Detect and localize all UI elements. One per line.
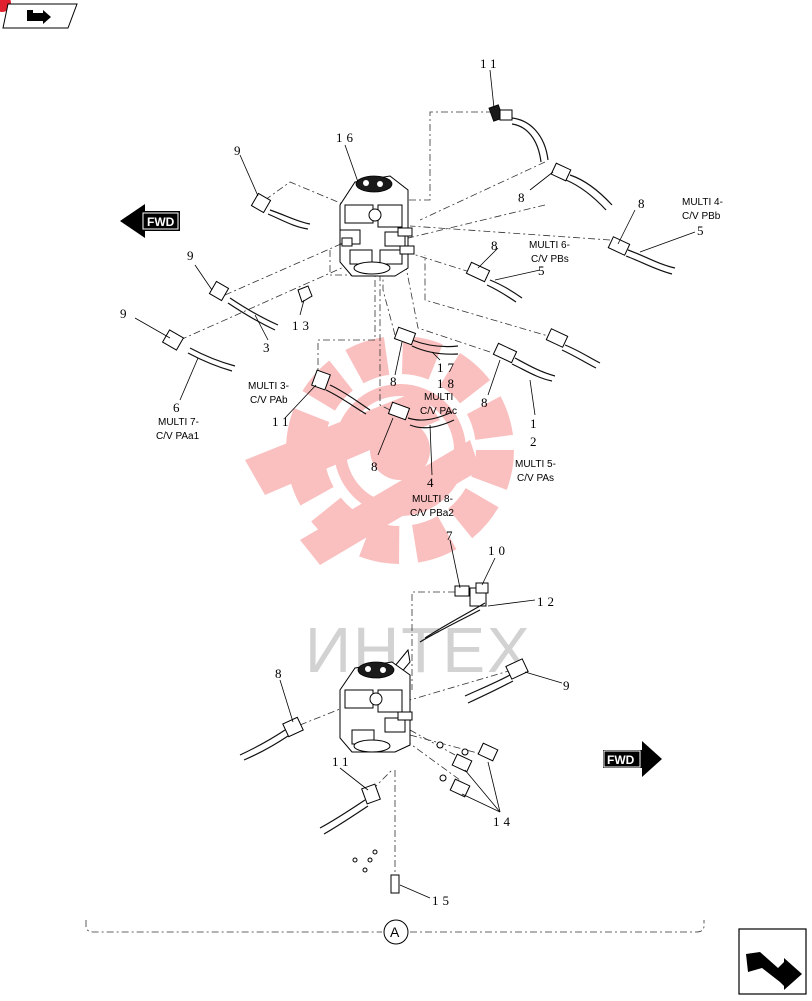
label-multi-pac-line2: C/V PAc — [420, 406, 457, 417]
lower-control-valve — [339, 648, 413, 753]
callout-4: 4 — [427, 475, 438, 490]
label-multi4-line2: C/V PBb — [682, 211, 721, 222]
lower-leaders — [279, 539, 563, 899]
fwd-left-text: FWD — [147, 215, 175, 229]
label-multi7-line1: MULTI 7- — [158, 417, 199, 428]
callout-6: 6 — [173, 400, 184, 415]
callout-11-bot: 11 — [332, 754, 353, 769]
lower-callouts: 7 10 12 8 9 11 14 15 — [275, 528, 574, 908]
callout-1: 1 — [530, 416, 541, 431]
upper-labels: MULTI 4- C/V PBb MULTI 6- C/V PBs MULTI … — [156, 197, 723, 519]
next-page-arrow-icon — [738, 928, 807, 995]
label-multi5-line1: MULTI 5- — [515, 459, 556, 470]
callout-8-e: 8 — [481, 395, 492, 410]
upper-control-valve — [339, 175, 415, 277]
callout-5-b: 5 — [538, 263, 549, 278]
lower-routing-lines — [299, 591, 513, 875]
callout-8-d: 8 — [390, 374, 401, 389]
top-left-nav-button[interactable] — [0, 0, 80, 30]
callout-8-b: 8 — [638, 196, 649, 211]
label-multi8-line1: MULTI 8- — [412, 494, 453, 505]
callout-11-top: 11 — [480, 56, 501, 71]
label-multi5-line2: C/V PAs — [517, 473, 554, 484]
callout-9-b: 9 — [187, 248, 198, 263]
callout-9-d: 9 — [563, 678, 574, 693]
callout-9-a: 9 — [234, 143, 245, 158]
callout-12: 12 — [537, 594, 558, 609]
fwd-left-arrow: FWD — [120, 204, 180, 238]
callout-10: 10 — [488, 543, 509, 558]
label-multi6-line1: MULTI 6- — [529, 240, 570, 251]
watermark-text: ИНТЕХ — [305, 614, 532, 686]
plug-13 — [297, 285, 313, 303]
label-multi3-line2: C/V PAb — [250, 395, 288, 406]
callout-8-g: 8 — [275, 666, 286, 681]
callout-13: 13 — [292, 318, 313, 333]
callout-9-c: 9 — [120, 306, 131, 321]
callout-16: 16 — [336, 130, 357, 145]
callout-8-f: 8 — [371, 459, 382, 474]
label-multi7-line2: C/V PAa1 — [156, 431, 200, 442]
watermark-logo — [245, 336, 514, 565]
callout-15: 15 — [432, 893, 453, 908]
callout-8-c: 8 — [491, 238, 502, 253]
callout-7: 7 — [446, 528, 457, 543]
label-multi-pac-line1: MULTI — [424, 392, 453, 403]
callout-11-mid: 11 — [272, 414, 293, 429]
detail-bracket: A — [85, 919, 705, 945]
callout-14: 14 — [493, 814, 514, 829]
callout-2: 2 — [530, 434, 541, 449]
fwd-right-arrow: FWD — [603, 741, 662, 777]
forward-arrow-icon — [0, 0, 78, 29]
upper-callouts: 11 16 9 8 8 5 8 5 9 13 9 3 6 17 18 8 8 1… — [120, 56, 708, 490]
bottom-right-nav-button[interactable] — [738, 928, 808, 996]
upper-routing-lines — [179, 111, 611, 411]
upper-leaders — [134, 69, 696, 476]
label-multi3-line1: MULTI 3- — [248, 381, 289, 392]
callout-18: 18 — [437, 376, 458, 391]
label-multi4-line1: MULTI 4- — [682, 197, 723, 208]
label-multi8-line2: C/V PBa2 — [410, 508, 454, 519]
label-multi6-line2: C/V PBs — [531, 254, 569, 265]
callout-8-a: 8 — [518, 190, 529, 205]
callout-17: 17 — [437, 360, 458, 375]
detail-marker-a: A — [390, 924, 400, 940]
fwd-right-text: FWD — [607, 753, 635, 767]
callout-3: 3 — [263, 340, 274, 355]
fittings-7-10-12 — [419, 582, 489, 643]
callout-5-a: 5 — [697, 223, 708, 238]
upper-hoses — [161, 104, 676, 429]
